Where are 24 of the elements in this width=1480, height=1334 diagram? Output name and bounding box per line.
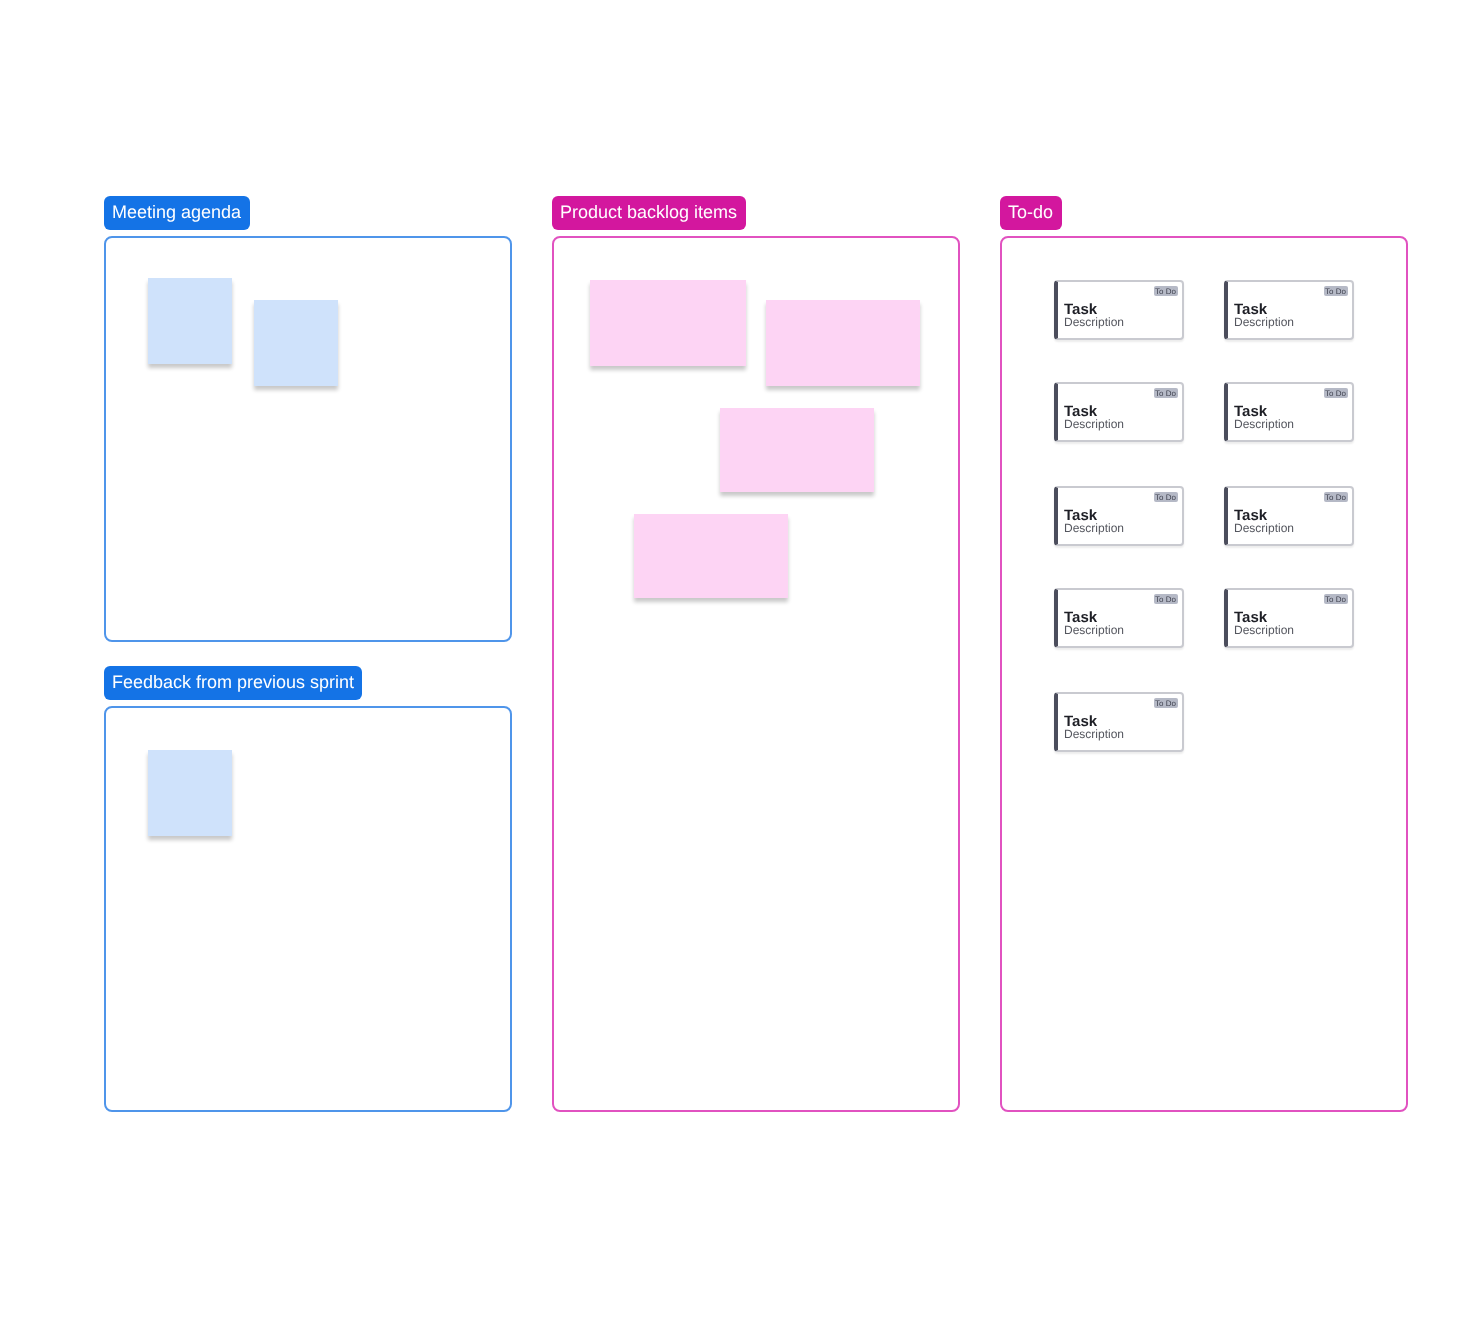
task-card xyxy=(1054,280,1184,340)
task-card xyxy=(1224,382,1354,442)
sticky-note xyxy=(634,514,788,598)
sticky-note xyxy=(148,278,232,364)
sticky-note xyxy=(148,750,232,836)
task-card xyxy=(1054,588,1184,648)
sticky-note xyxy=(254,300,338,386)
sticky-note xyxy=(590,280,746,366)
board-frame xyxy=(552,196,960,1112)
frame-title: Product backlog items xyxy=(552,196,746,230)
frame-title: Feedback from previous sprint xyxy=(104,666,363,700)
sticky-note xyxy=(720,408,874,492)
task-card xyxy=(1224,588,1354,648)
sticky-note xyxy=(766,300,920,386)
task-card xyxy=(1054,486,1184,546)
task-card xyxy=(1224,486,1354,546)
board-frame xyxy=(104,196,512,642)
task-card xyxy=(1054,382,1184,442)
task-card xyxy=(1054,692,1184,752)
frame-title: Meeting agenda xyxy=(104,196,250,230)
board-frame xyxy=(1000,196,1408,1112)
task-card xyxy=(1224,280,1354,340)
board-frame xyxy=(104,666,512,1112)
frame-title: To-do xyxy=(1000,196,1062,230)
